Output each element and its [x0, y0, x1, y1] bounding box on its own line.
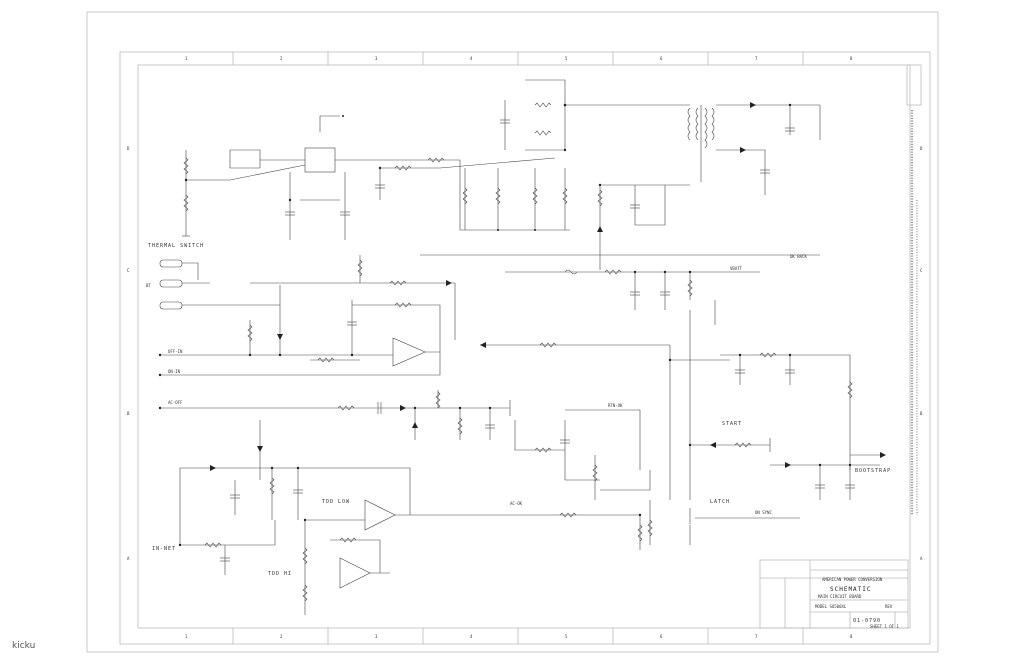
col-tick-8: 8 — [850, 56, 853, 61]
svg-text:2: 2 — [280, 634, 283, 639]
row-tick-d: D — [127, 146, 130, 151]
row-tick-c: C — [127, 268, 130, 273]
connector-j25 — [159, 259, 183, 268]
svg-text:5: 5 — [565, 634, 568, 639]
ac-off-label: AC-OFF — [168, 400, 183, 405]
row-tick-a: A — [127, 556, 130, 561]
thermal-switch-label: THERMAL SWITCH — [148, 243, 204, 249]
col-tick-2: 2 — [280, 56, 283, 61]
latch-label: LATCH — [710, 499, 730, 505]
bootstrap-label: BOOTSTRAP — [855, 468, 891, 474]
row-ticks: D C B A D C B A — [127, 146, 923, 561]
start-bootstrap-section: START BOOTSTRAP — [690, 352, 891, 500]
col-tick-6: 6 — [660, 56, 663, 61]
notes-strip — [906, 64, 922, 515]
off-label: OFF-IN — [168, 349, 183, 354]
connector-j28 — [159, 301, 183, 310]
vbatt-label: VBATT — [730, 266, 743, 271]
thermal-switch-section: THERMAL SWITCH BT — [146, 243, 280, 310]
signal-bus-middle: OK BACK VBATT — [480, 254, 807, 500]
tdd-low-label: TDD LOW — [322, 499, 350, 505]
company-name: AMERICAN POWER CONVERSION — [822, 577, 883, 582]
in-net-label: IN-NET — [152, 546, 176, 552]
ac-ok-label: AC-OK — [510, 501, 523, 506]
start-label: START — [722, 421, 742, 427]
outer-border — [86, 11, 939, 653]
col-tick-7: 7 — [755, 56, 758, 61]
resistor-bank — [462, 168, 568, 231]
svg-text:C: C — [920, 268, 923, 273]
document-number: 01-0790 — [853, 618, 881, 624]
tdd-hi-label: TDD HI — [268, 571, 292, 577]
drawing-border — [119, 51, 931, 645]
drawing-title: MAIN CIRCUIT BOARD — [818, 594, 862, 599]
svg-text:1: 1 — [185, 634, 188, 639]
svg-text:4: 4 — [470, 634, 473, 639]
inner-border — [137, 64, 911, 629]
junctions — [158, 103, 852, 547]
ok-back-label: OK BACK — [790, 254, 807, 259]
on-sync-label: ON SYNC — [755, 510, 772, 515]
transformer-section — [500, 79, 821, 270]
sheet-number: SHEET 1 OF 1 — [870, 624, 899, 629]
column-ticks: 1 2 3 4 5 6 7 8 1 2 3 4 5 6 7 8 — [185, 52, 853, 644]
model-number: MODEL SU500XL — [815, 604, 847, 609]
col-tick-1: 1 — [185, 56, 188, 61]
col-tick-4: 4 — [470, 56, 473, 61]
col-tick-5: 5 — [565, 56, 568, 61]
svg-text:3: 3 — [375, 634, 378, 639]
title-block: AMERICAN POWER CONVERSION SCHEMATIC MAIN… — [759, 559, 909, 629]
rtn-ok-label: RTN-OK — [608, 403, 623, 408]
timer-ic-section — [182, 115, 570, 240]
doc-type: SCHEMATIC — [830, 586, 872, 593]
svg-text:8: 8 — [850, 634, 853, 639]
tdd-comparators: TDD LOW TDD HI IN-NET AC-OK — [152, 420, 653, 615]
on-in-label: ON-IN — [168, 369, 181, 374]
ac-off-section: AC-OFF RTN-OK — [160, 390, 651, 500]
svg-text:B: B — [920, 411, 923, 416]
col-tick-3: 3 — [375, 56, 378, 61]
latch-section: LATCH ON SYNC — [689, 499, 800, 545]
svg-text:7: 7 — [755, 634, 758, 639]
connector-j26 — [159, 279, 183, 288]
svg-text:6: 6 — [660, 634, 663, 639]
svg-text:A: A — [920, 556, 923, 561]
comparator-u11: OFF-IN ON-IN — [160, 254, 820, 376]
row-tick-b: B — [127, 411, 130, 416]
svg-text:D: D — [920, 146, 923, 151]
bt-label: BT — [146, 283, 151, 288]
watermark: kicku — [12, 641, 36, 651]
revision-label: REV — [885, 604, 893, 609]
